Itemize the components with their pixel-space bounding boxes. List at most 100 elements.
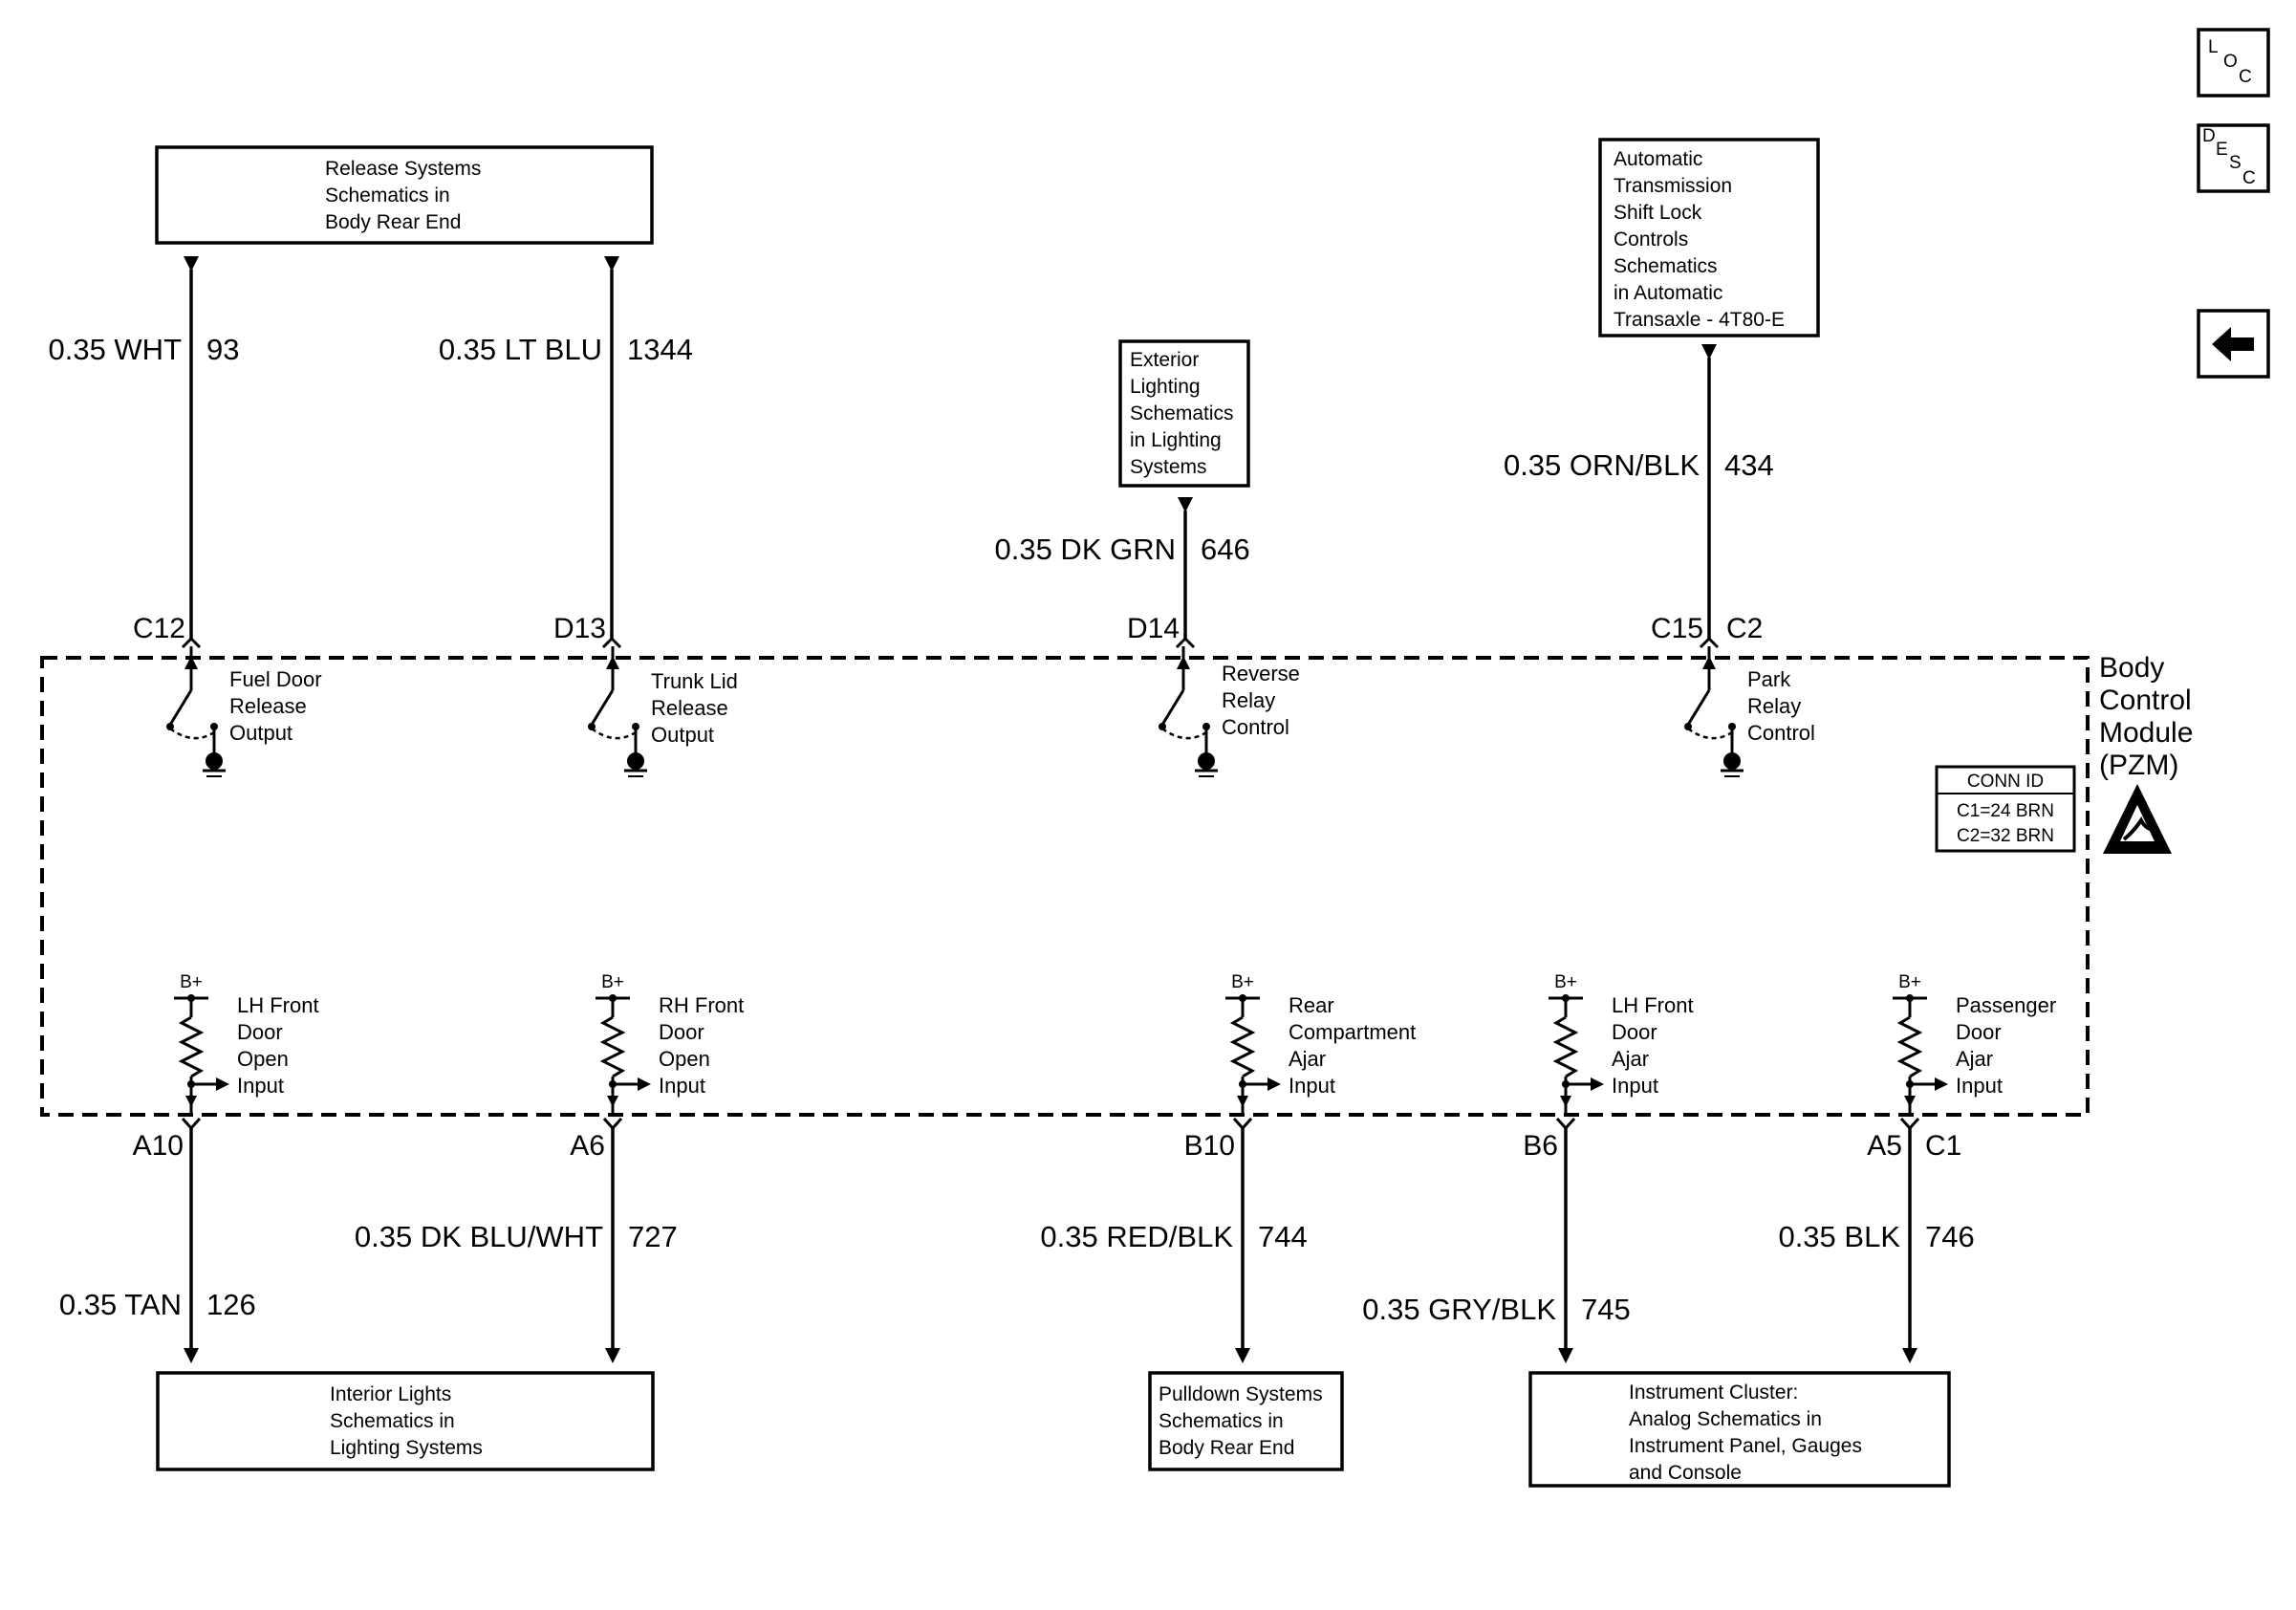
svg-text:Exterior: Exterior <box>1130 349 1199 371</box>
supply-label: B+ <box>180 972 203 992</box>
back-button[interactable] <box>2197 309 2270 379</box>
output-label-line: Output <box>229 721 292 745</box>
input-label-line: Passenger <box>1956 993 2056 1017</box>
input-arrow <box>1267 1077 1281 1091</box>
wire-arrow <box>1235 1348 1250 1363</box>
svg-text:Module: Module <box>2099 717 2193 749</box>
input-label-line: Input <box>237 1074 284 1098</box>
output-label-line: Control <box>1222 715 1289 739</box>
module-name: Body Control Module (PZM) <box>2099 652 2193 781</box>
svg-text:in Automatic: in Automatic <box>1614 282 1722 304</box>
output-label-line: Trunk Lid <box>651 669 738 693</box>
svg-text:D: D <box>2202 126 2216 146</box>
wire-arrow <box>184 256 199 272</box>
release-systems-box: Release Systems Schematics in Body Rear … <box>155 145 654 245</box>
switch-blade <box>168 689 193 726</box>
svg-text:and Console: and Console <box>1629 1462 1742 1484</box>
circuit-number: 434 <box>1724 448 1774 482</box>
output-label-line: Release <box>229 694 307 718</box>
input-label-line: Input <box>1289 1074 1335 1098</box>
input-label-line: RH Front <box>659 993 744 1017</box>
switch-blade <box>1686 689 1711 726</box>
loc-button[interactable]: L O C <box>2197 28 2270 98</box>
ground-icon <box>1723 752 1741 770</box>
resistor-icon <box>1896 1015 1923 1078</box>
output-label-line: Control <box>1747 721 1815 745</box>
svg-text:Pulldown Systems: Pulldown Systems <box>1159 1383 1323 1405</box>
input-label-line: Door <box>237 1020 283 1044</box>
input-arrow <box>1935 1077 1948 1091</box>
up-arrow <box>1702 656 1716 669</box>
conn-id-box: CONN ID C1=24 BRN C2=32 BRN <box>1935 765 2076 853</box>
svg-text:Schematics in: Schematics in <box>330 1410 455 1432</box>
connector-chevron <box>601 636 622 649</box>
circuit-number: 745 <box>1581 1293 1631 1326</box>
pulldown-systems-box: Pulldown Systems Schematics in Body Rear… <box>1148 1371 1344 1471</box>
svg-text:Release Systems: Release Systems <box>325 158 481 180</box>
output-label-line: Relay <box>1747 694 1801 718</box>
wire-spec: 0.35 TAN <box>59 1288 182 1321</box>
input-label-line: Input <box>659 1074 705 1098</box>
pin-label: C15 <box>1651 613 1703 644</box>
wire-arrow <box>1178 497 1193 512</box>
wire-arrow <box>604 256 619 272</box>
svg-text:Automatic: Automatic <box>1614 148 1702 170</box>
svg-text:Instrument Panel, Gauges: Instrument Panel, Gauges <box>1629 1435 1862 1457</box>
connector-chevron <box>181 1117 202 1131</box>
resistor-icon <box>599 1015 626 1078</box>
connector-chevron <box>602 1117 623 1131</box>
wire-spec: 0.35 ORN/BLK <box>1504 448 1700 482</box>
connector-chevron <box>1699 636 1720 649</box>
svg-text:C1=24 BRN: C1=24 BRN <box>1957 801 2054 821</box>
up-arrow <box>606 656 619 669</box>
switch-blade <box>1160 689 1185 726</box>
pin-label: D14 <box>1127 613 1180 644</box>
svg-text:Transaxle - 4T80-E: Transaxle - 4T80-E <box>1614 309 1785 331</box>
circuit-number: 126 <box>206 1288 256 1321</box>
wire-spec: 0.35 RED/BLK <box>1040 1220 1233 1253</box>
input-label-line: Ajar <box>1956 1047 1993 1071</box>
instrument-cluster-box: Instrument Cluster: Analog Schematics in… <box>1528 1371 1951 1488</box>
svg-text:Interior Lights: Interior Lights <box>330 1383 451 1405</box>
pin-label: B10 <box>1184 1130 1235 1162</box>
wire-arrow <box>184 1348 199 1363</box>
svg-text:Schematics in: Schematics in <box>1159 1410 1284 1432</box>
output-label-line: Output <box>651 723 714 747</box>
wire-spec: 0.35 DK BLU/WHT <box>355 1220 603 1253</box>
svg-text:C2=32 BRN: C2=32 BRN <box>1957 826 2054 846</box>
pin-label-2: C1 <box>1925 1130 1961 1162</box>
input-label-line: Input <box>1956 1074 2003 1098</box>
input-arrow <box>1591 1077 1604 1091</box>
automatic-transmission-box: Automatic Transmission Shift Lock Contro… <box>1598 138 1820 337</box>
svg-text:S: S <box>2229 153 2242 173</box>
up-arrow <box>184 656 198 669</box>
circuit-number: 746 <box>1925 1220 1975 1253</box>
desc-button[interactable]: D E S C <box>2197 123 2270 193</box>
resistor-icon <box>1552 1015 1579 1078</box>
svg-text:Instrument Cluster:: Instrument Cluster: <box>1629 1382 1798 1403</box>
input-label-line: Door <box>659 1020 704 1044</box>
pin-label: A10 <box>133 1130 184 1162</box>
svg-text:Controls: Controls <box>1614 228 1688 250</box>
svg-text:C: C <box>2242 168 2256 188</box>
svg-text:Body: Body <box>2099 652 2164 684</box>
svg-text:Schematics: Schematics <box>1614 255 1718 277</box>
wire-spec: 0.35 LT BLU <box>439 333 602 366</box>
svg-text:L: L <box>2208 37 2219 57</box>
input-label-line: LH Front <box>237 993 319 1017</box>
svg-text:Body Rear End: Body Rear End <box>325 211 461 233</box>
supply-label: B+ <box>1231 972 1254 992</box>
input-label-line: Rear <box>1289 993 1334 1017</box>
output-label-line: Park <box>1747 667 1791 691</box>
wire-arrow <box>1701 344 1717 359</box>
wire-spec: 0.35 WHT <box>48 333 182 366</box>
ground-icon <box>1198 752 1215 770</box>
